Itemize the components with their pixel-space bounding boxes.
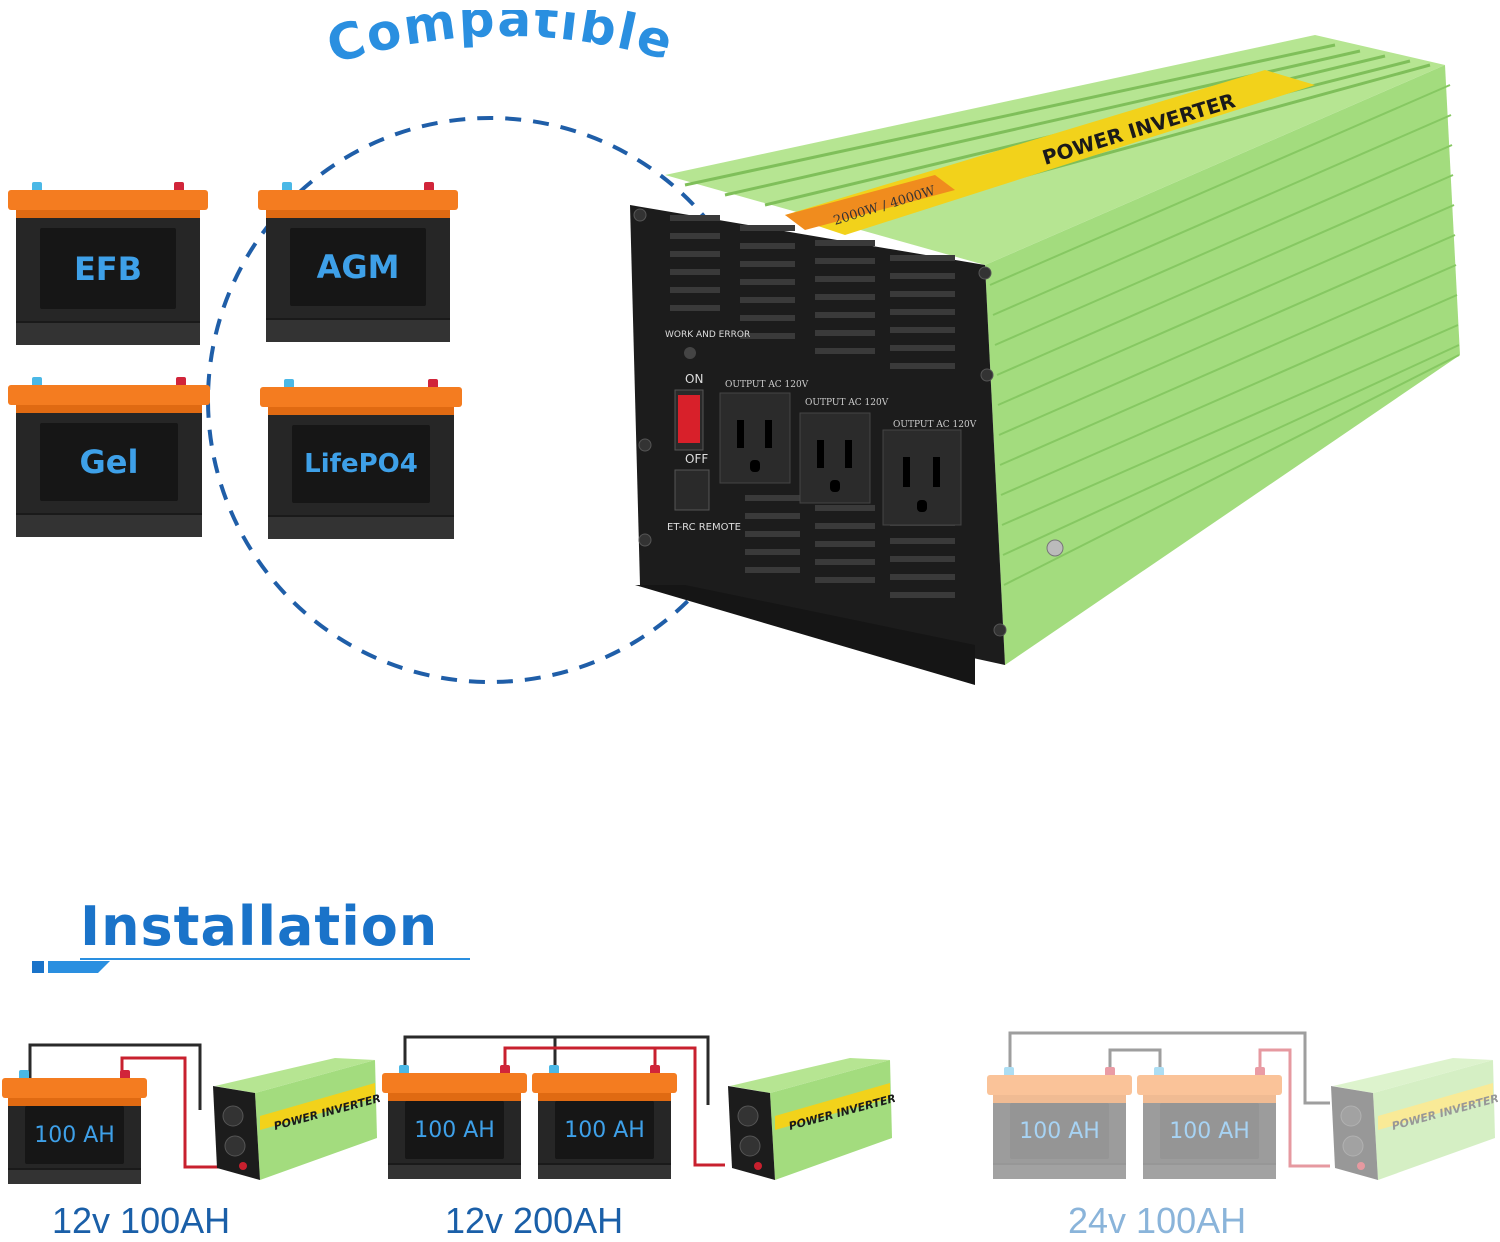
mini-inverter-3: POWER INVERTER [1331,1058,1498,1180]
svg-text:OUTPUT AC 120V: OUTPUT AC 120V [893,420,977,430]
config-12v-200ah-battery-2: 100 AH [532,1065,677,1179]
battery-efb: EFB [8,182,208,345]
ac-outlet-2: OUTPUT AC 120V [799,398,889,504]
mini-inverter-2: POWER INVERTER [728,1058,895,1180]
battery-gel-label: Gel [40,423,178,501]
battery-agm: AGM [258,182,458,342]
config-label-12v-100ah: 12v 100AH [52,1200,231,1241]
installation-title: Installation [80,895,439,958]
remote-port [674,469,710,511]
battery-efb-label: EFB [40,228,176,309]
config-24v-100ah-battery-1-label: 100 AH [1010,1103,1109,1159]
remote-label: ET-RC REMOTE [667,522,741,533]
config-12v-100ah-battery-label: 100 AH [25,1106,124,1164]
config-12v-200ah-battery-1-label: 100 AH [405,1101,504,1159]
switch-off-label: OFF [685,452,708,466]
config-label-24v-100ah: 24v 100AH [1068,1200,1247,1241]
battery-lifepo4: LifePO4 [260,379,462,539]
ac-outlet-1: OUTPUT AC 120V [719,380,809,484]
config-24v-100ah-battery-2: 100 AH [1137,1067,1282,1179]
config-12v-200ah-battery-2-label: 100 AH [555,1101,654,1159]
power-switch [678,395,700,443]
config-label-12v-200ah: 12v 200AH [445,1200,624,1241]
config-12v-100ah-battery: 100 AH [2,1070,147,1184]
config-24v-100ah-battery-1: 100 AH [987,1067,1132,1179]
svg-text:OUTPUT AC 120V: OUTPUT AC 120V [805,398,889,408]
mini-inverter-1: POWER INVERTER [213,1058,380,1180]
power-inverter-image: POWER INVERTER 2000W / 4000W WORK AND ER… [630,35,1460,685]
battery-gel: Gel [8,377,210,537]
svg-text:OUTPUT AC 120V: OUTPUT AC 120V [725,380,809,390]
switch-on-label: ON [685,372,703,386]
config-24v-100ah-battery-2-label: 100 AH [1160,1103,1259,1159]
config-12v-200ah-wiring [403,1035,725,1167]
ac-outlet-3: OUTPUT AC 120V [882,420,977,526]
installation-underline [32,958,470,973]
config-12v-200ah-battery-1: 100 AH [382,1065,527,1179]
compatible-title: Compatible [320,10,678,75]
config-12v-100ah-wiring [28,1043,245,1169]
battery-lifepo4-label: LifePO4 [292,425,430,503]
indicator-label: WORK AND ERROR [665,330,750,340]
config-24v-100ah-wiring [1008,1031,1330,1168]
battery-agm-label: AGM [290,228,426,306]
